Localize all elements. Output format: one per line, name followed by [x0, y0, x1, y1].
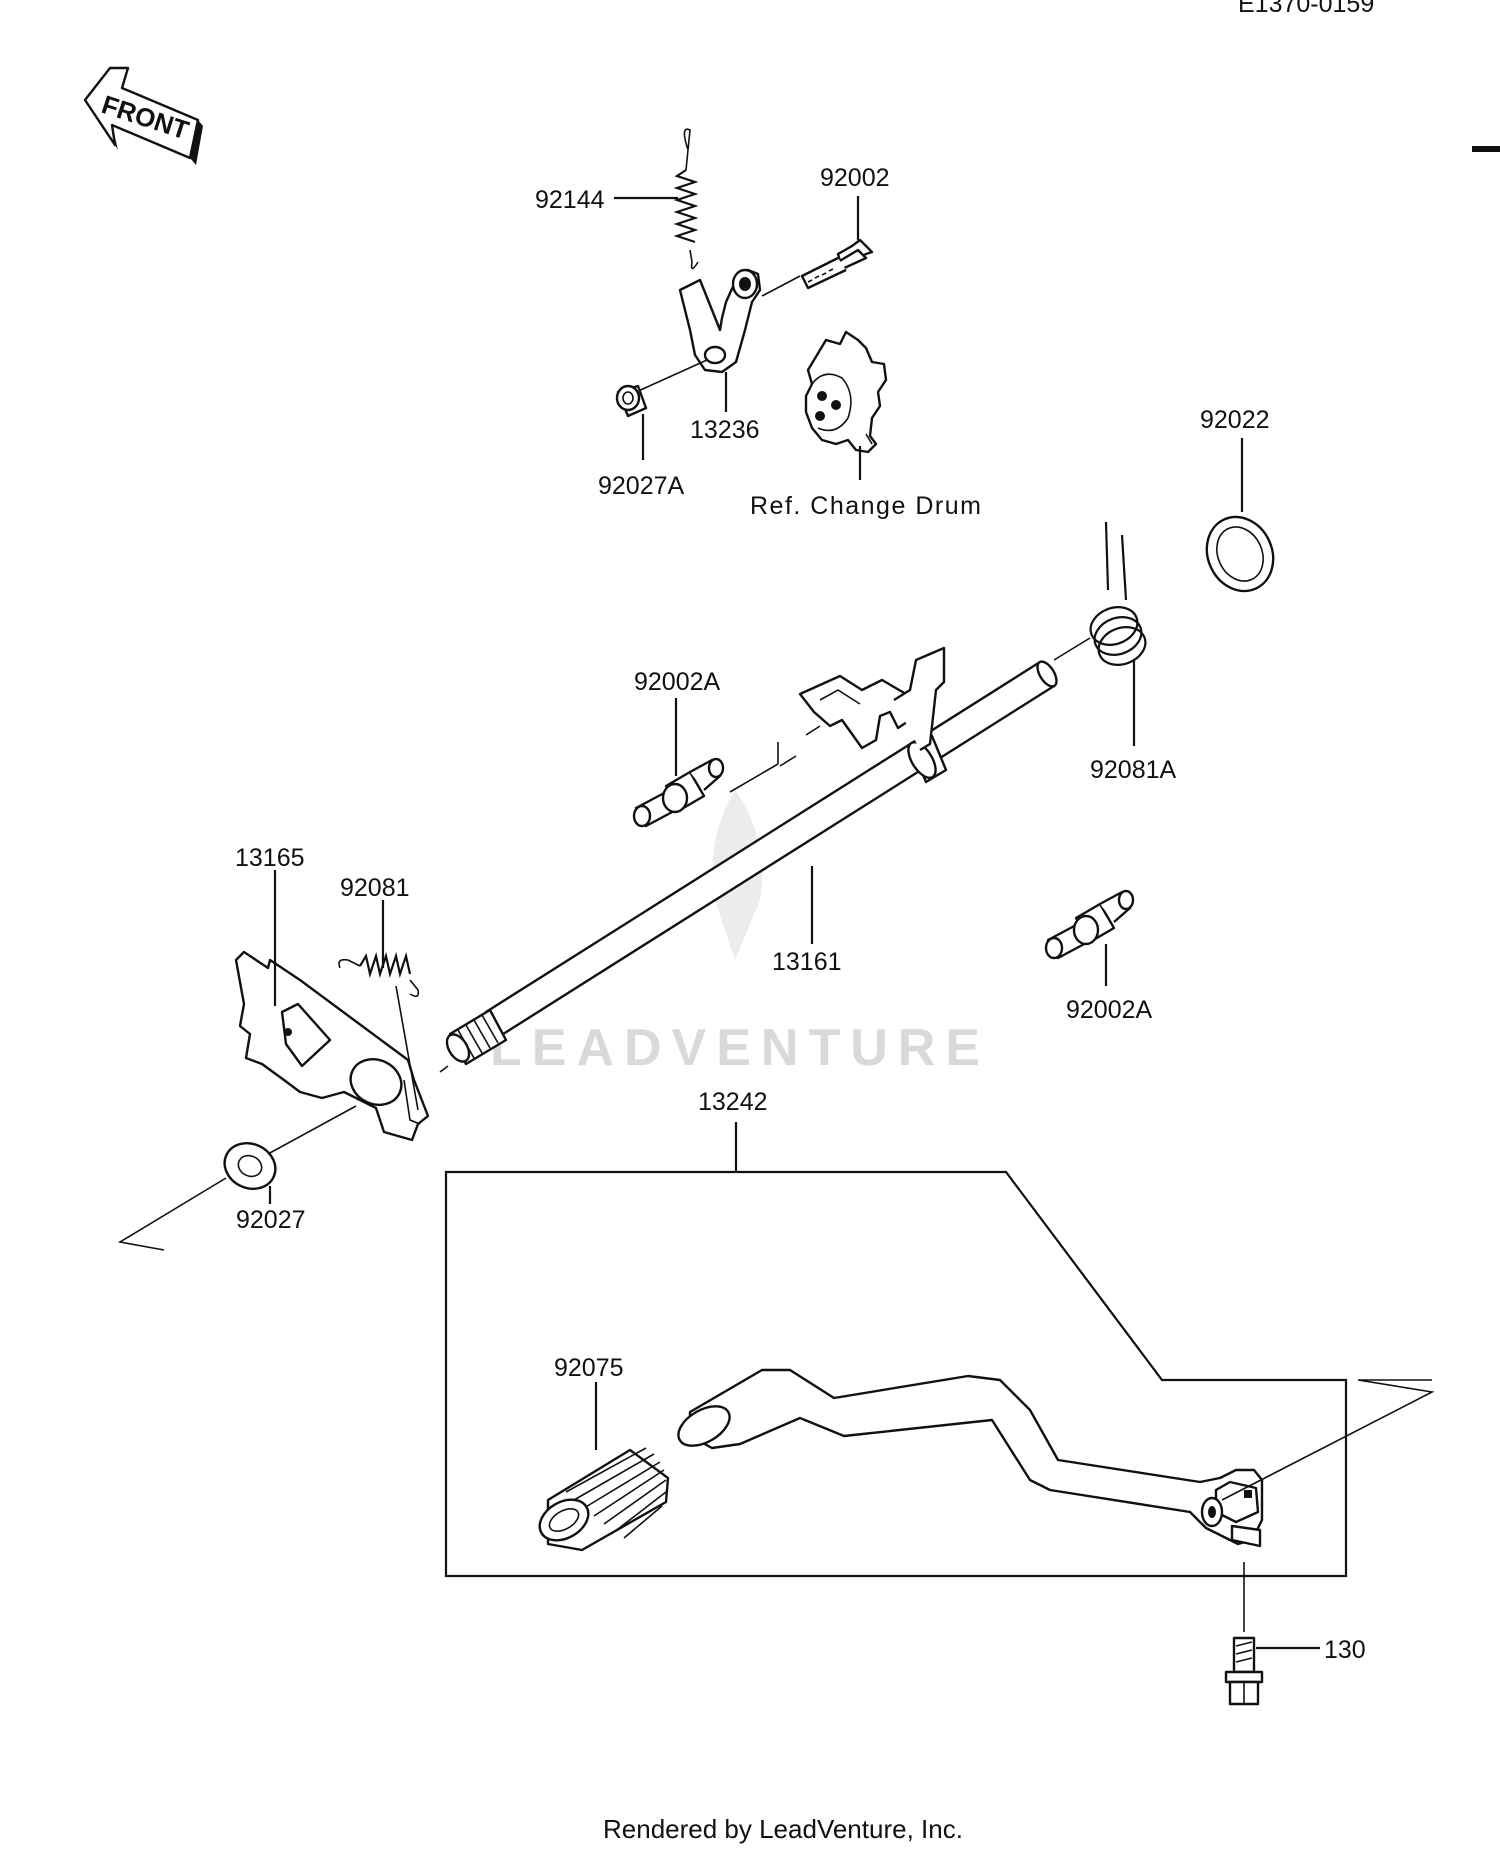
label-92081A: 92081A — [1090, 756, 1177, 784]
label-92081: 92081 — [340, 874, 410, 902]
label-92002A-right: 92002A — [1066, 996, 1153, 1024]
stud-92002A-right — [1044, 889, 1135, 960]
label-92002A-top: 92002A — [634, 668, 721, 696]
plate-13165 — [234, 950, 430, 1142]
stud-axis-b — [729, 763, 779, 793]
front-arrow: FRONT — [83, 66, 203, 165]
shift-shaft-13161 — [445, 646, 1058, 1066]
leadventure-watermark: LEADVENTURE — [490, 790, 990, 1077]
change-drum-ref — [804, 330, 888, 454]
direction-wedge-right — [1221, 1379, 1435, 1501]
direction-wedge-left — [117, 1177, 227, 1251]
watermark-text: LEADVENTURE — [490, 1019, 990, 1077]
label-130: 130 — [1324, 1636, 1366, 1664]
label-ref-change-drum: Ref. Change Drum — [750, 492, 982, 520]
label-92002: 92002 — [820, 164, 890, 192]
washer-92027 — [223, 1142, 277, 1190]
stud-92002A-top — [632, 757, 725, 828]
label-13165: 13165 — [235, 844, 305, 872]
label-13161: 13161 — [772, 948, 842, 976]
label-92022: 92022 — [1200, 406, 1270, 434]
label-13236: 13236 — [690, 416, 760, 444]
label-92144: 92144 — [535, 186, 605, 214]
label-92027A: 92027A — [598, 472, 685, 500]
diagram-id: E1370-0159 — [1238, 0, 1374, 18]
spring-axis — [1053, 637, 1091, 661]
plate-axis — [805, 725, 821, 736]
shaft-to-plate-line — [439, 1065, 449, 1073]
washer-axis — [267, 1105, 357, 1155]
spring-92081A — [1089, 521, 1147, 666]
label-92075: 92075 — [554, 1354, 624, 1382]
spring-92081 — [338, 951, 420, 998]
edge-mark — [1472, 146, 1500, 152]
pedal-assembly-frame — [444, 1170, 1348, 1578]
footer-credit: Rendered by LeadVenture, Inc. — [603, 1814, 963, 1844]
collar-92027A — [615, 384, 648, 418]
bolt-130 — [1224, 1562, 1264, 1706]
washer-92022 — [1205, 515, 1275, 593]
bolt-axis — [761, 275, 801, 297]
shift-pedal — [677, 1368, 1264, 1548]
pedal-rubber-92075 — [538, 1447, 670, 1552]
spring-92144 — [673, 128, 699, 270]
label-92027: 92027 — [236, 1206, 306, 1234]
collar-axis — [635, 359, 708, 393]
spring-hook-line — [395, 985, 419, 1111]
shift-arm-13236 — [678, 268, 762, 374]
shaft-end-line — [779, 755, 797, 767]
bolt-92002 — [800, 238, 874, 290]
label-13242: 13242 — [698, 1088, 768, 1116]
